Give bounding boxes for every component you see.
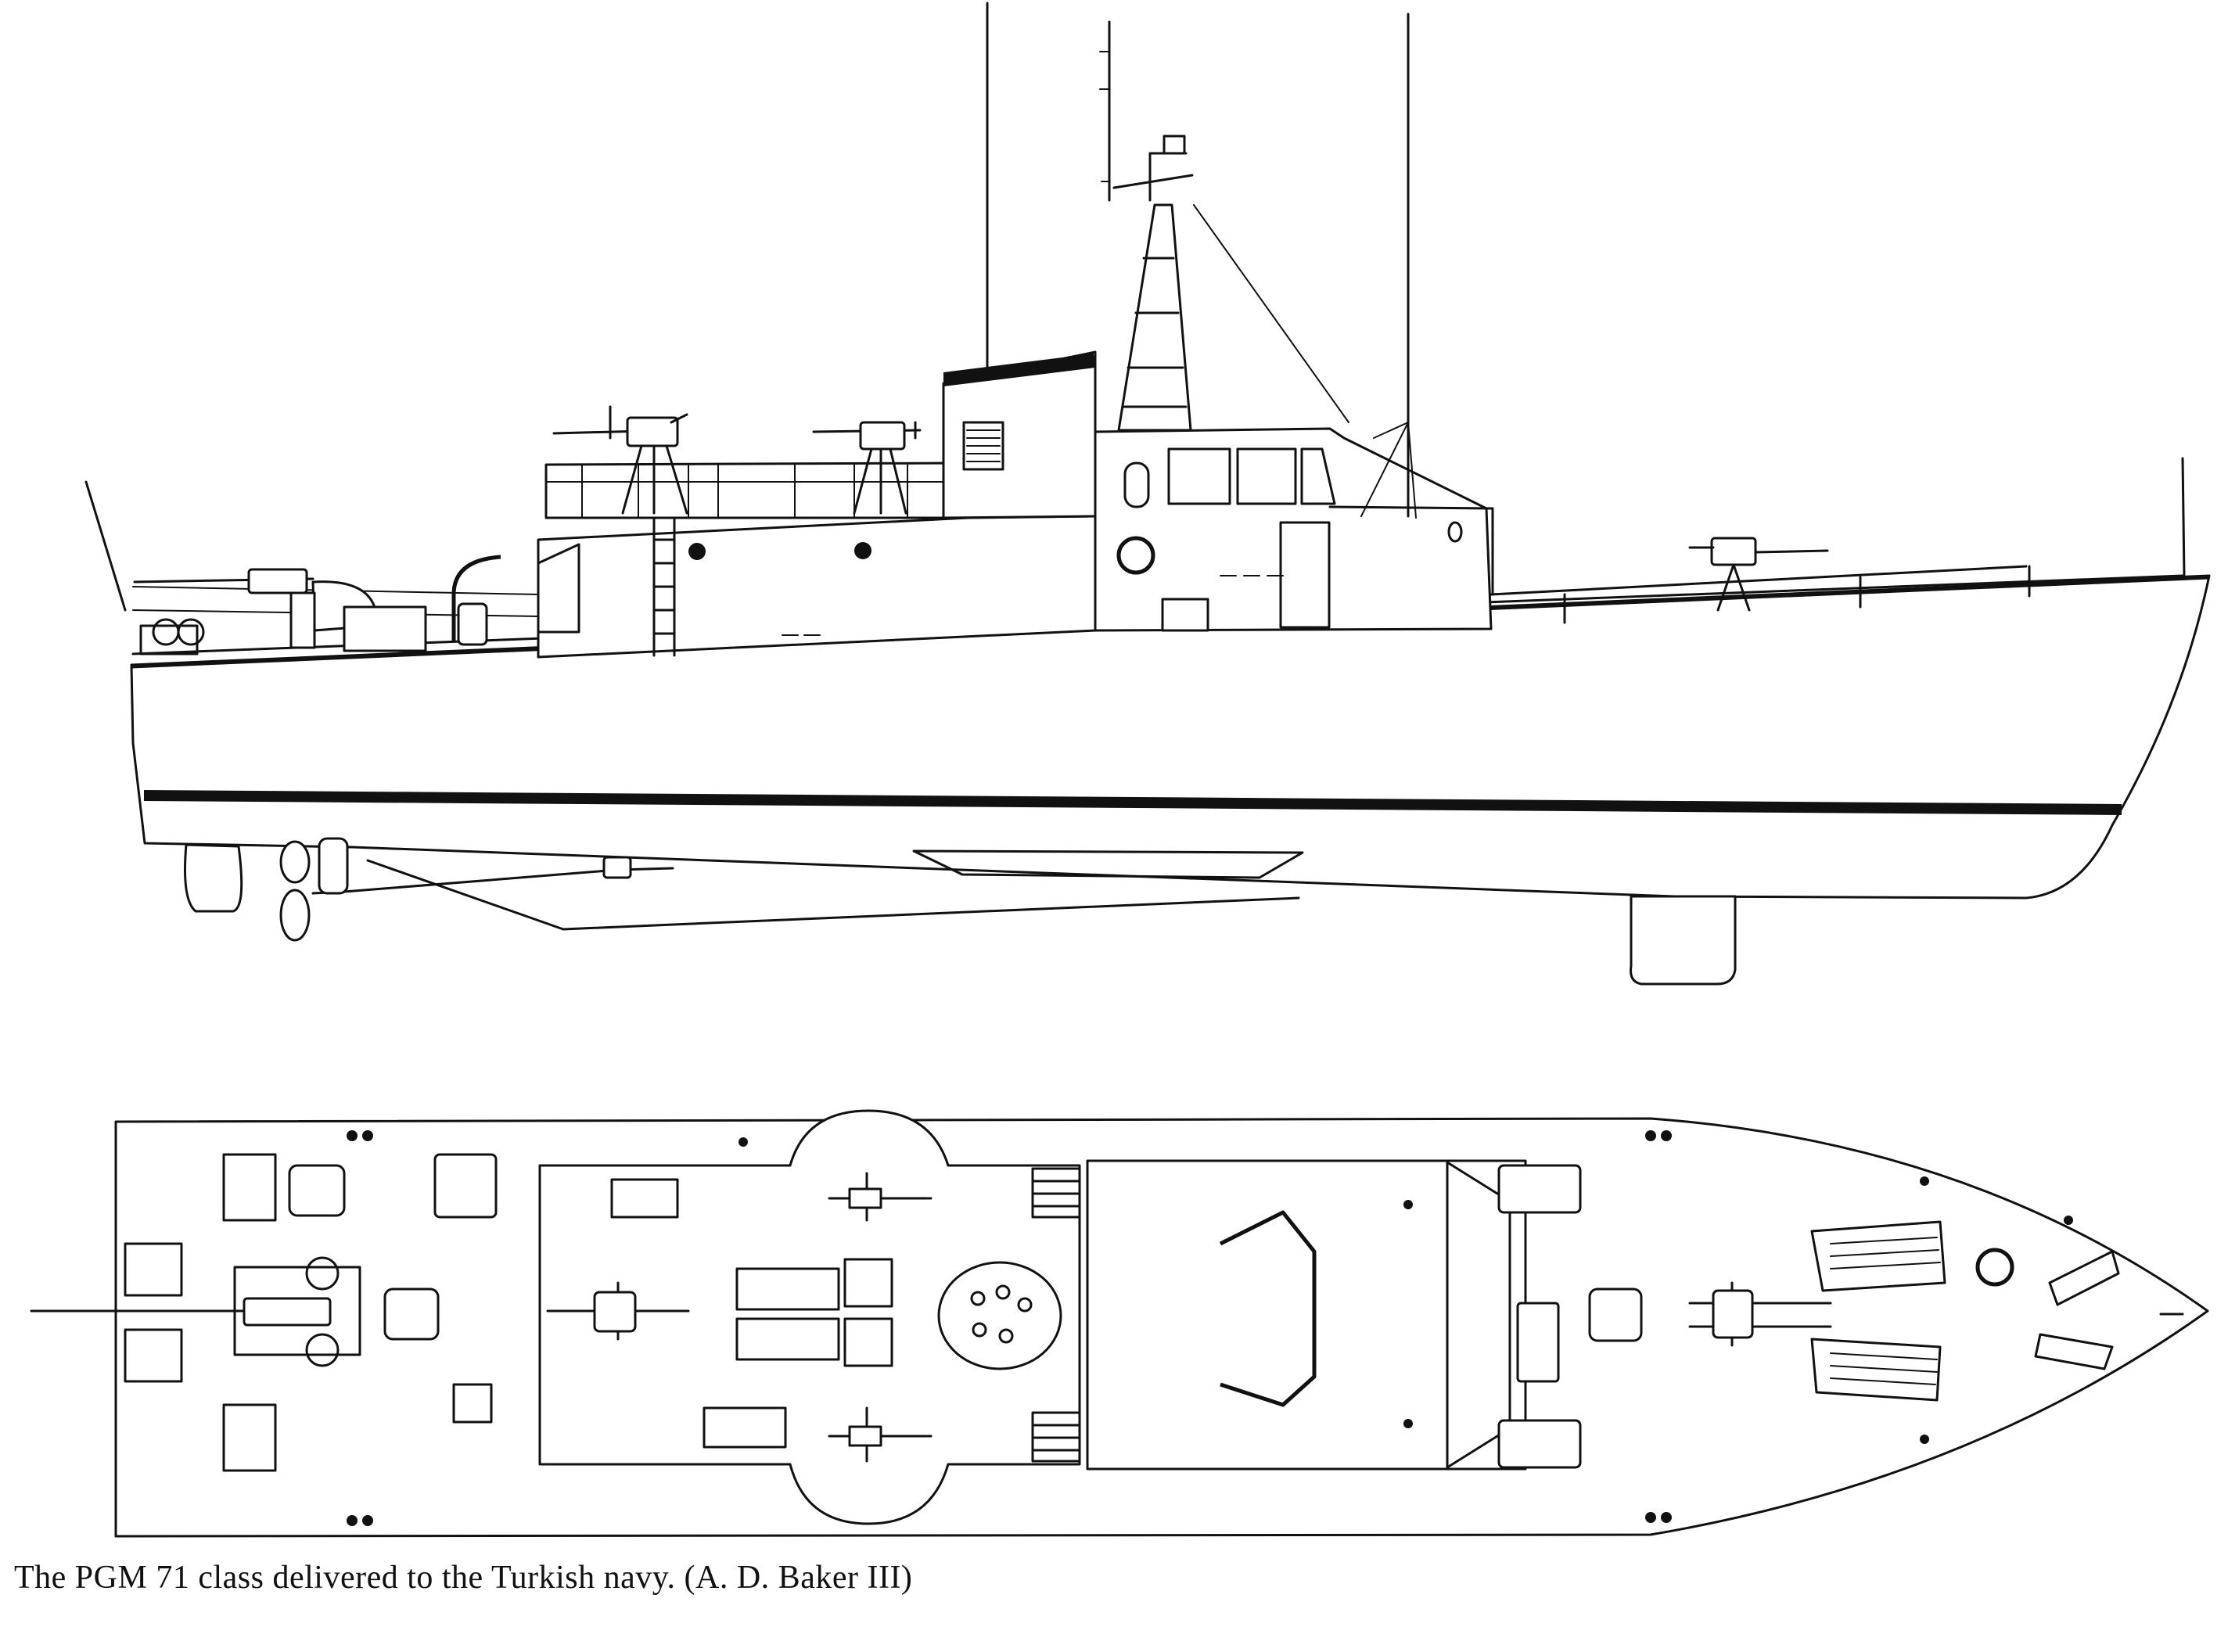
plan-funnel-hole-4 <box>972 1322 987 1338</box>
plan-mg-lower <box>828 1406 933 1463</box>
profile-skeg <box>912 849 1304 879</box>
profile-wheelhouse-door <box>1123 461 1150 508</box>
plan-launcher-lower <box>1810 1338 1942 1402</box>
plan-bridge-console <box>1219 1210 1317 1407</box>
profile-louvre-lines <box>966 429 1001 462</box>
plan-funnel-hole-1 <box>970 1291 986 1306</box>
profile-radar <box>1163 135 1186 155</box>
plan-panel-5 <box>610 1178 679 1219</box>
plan-funnel-hole-2 <box>995 1284 1011 1300</box>
profile-lattice-mast <box>1117 203 1192 432</box>
profile-jackstaff <box>2181 457 2186 577</box>
plan-anchor-upper <box>2048 1250 2120 1306</box>
profile-vent-box <box>1161 598 1209 632</box>
profile-shaft-strut <box>366 859 1300 931</box>
plan-launcher-upper <box>1810 1220 1946 1292</box>
plan-hatch-fwd-3 <box>1516 1302 1560 1383</box>
plan-view <box>30 1109 2209 1538</box>
profile-shaft-bracket <box>602 856 632 879</box>
plan-panel-2 <box>735 1317 840 1361</box>
profile-strut-foot <box>318 837 349 895</box>
plan-hatch-fwd-2 <box>1497 1419 1582 1469</box>
plan-mg-upper <box>828 1172 933 1222</box>
profile-fwd-railing <box>1490 565 2031 624</box>
profile-railing-panels <box>545 464 960 519</box>
profile-bridge-window-2 <box>1236 447 1297 505</box>
profile-porthole-fwd <box>1447 521 1463 543</box>
profile-funnel-cap <box>943 354 1095 386</box>
plan-funnel-hole-3 <box>1017 1297 1033 1313</box>
plan-anchor-lower <box>2034 1333 2114 1370</box>
profile-rudder <box>184 843 243 913</box>
plan-ladder-lower <box>1031 1411 1081 1463</box>
profile-propeller-top <box>279 840 311 884</box>
profile-propeller-bottom <box>279 889 311 942</box>
plan-hatch-fwd-1 <box>1497 1164 1582 1214</box>
plan-ladder-upper <box>1031 1167 1081 1219</box>
profile-bitts <box>782 575 1284 636</box>
plan-stern-raft-2 <box>124 1328 183 1383</box>
profile-waterline-stripe <box>143 790 2122 815</box>
profile-porthole-1 <box>688 543 706 560</box>
plan-mg-aft <box>546 1281 690 1341</box>
plan-hatch-c <box>433 1153 498 1219</box>
plan-deck-bollards <box>347 1130 2073 1526</box>
plan-raft-aft-lower <box>222 1403 277 1472</box>
profile-aft-gun <box>133 568 377 655</box>
profile-mast-bracing <box>1122 257 1188 408</box>
plan-mg-fwd <box>1688 1281 1832 1347</box>
profile-mg-fwd <box>1688 537 1829 612</box>
profile-deck-locker <box>343 605 427 652</box>
plan-hatch-b <box>383 1287 440 1341</box>
profile-ladder <box>652 518 676 657</box>
plan-stern-raft-1 <box>124 1242 183 1297</box>
profile-upper-railing <box>544 461 961 519</box>
plan-raft-aft-upper <box>222 1153 277 1222</box>
plan-stern-gun <box>30 1256 361 1367</box>
profile-side-door <box>1279 521 1331 629</box>
profile-mg-mid <box>812 421 922 515</box>
profile-view <box>84 2 2211 986</box>
profile-stay-wire <box>1193 204 1349 423</box>
plan-funnel-top <box>937 1261 1062 1370</box>
plan-hatch-fwd-4 <box>1588 1287 1643 1342</box>
figure-caption: The PGM 71 class delivered to the Turkis… <box>14 1560 913 1596</box>
plan-capstan <box>1975 1248 2014 1287</box>
plan-panel-1 <box>735 1267 840 1311</box>
profile-sonar-dome <box>1630 895 1737 986</box>
profile-porthole-2 <box>854 542 871 559</box>
plan-panel-4 <box>843 1317 893 1367</box>
plan-funnel-hole-5 <box>998 1328 1014 1344</box>
profile-mg-aft <box>552 405 688 515</box>
profile-ensign-staff <box>84 480 127 612</box>
plan-panel-6 <box>703 1406 787 1449</box>
profile-topmast-fittings <box>1099 51 1110 182</box>
profile-hose-coil <box>451 555 501 641</box>
profile-yardarm <box>1112 152 1194 202</box>
profile-ventilator <box>537 543 580 634</box>
profile-bridge-window-1 <box>1167 447 1231 505</box>
profile-bridge-window-3 <box>1300 447 1336 505</box>
profile-lifebuoy <box>1116 536 1155 575</box>
profile-winch <box>457 602 488 646</box>
plan-panel-3 <box>843 1258 893 1308</box>
plan-hatch-a <box>288 1164 346 1217</box>
profile-bridge-wing <box>1328 505 1494 596</box>
profile-hull <box>130 574 2211 900</box>
plan-hatch-d <box>452 1383 493 1424</box>
